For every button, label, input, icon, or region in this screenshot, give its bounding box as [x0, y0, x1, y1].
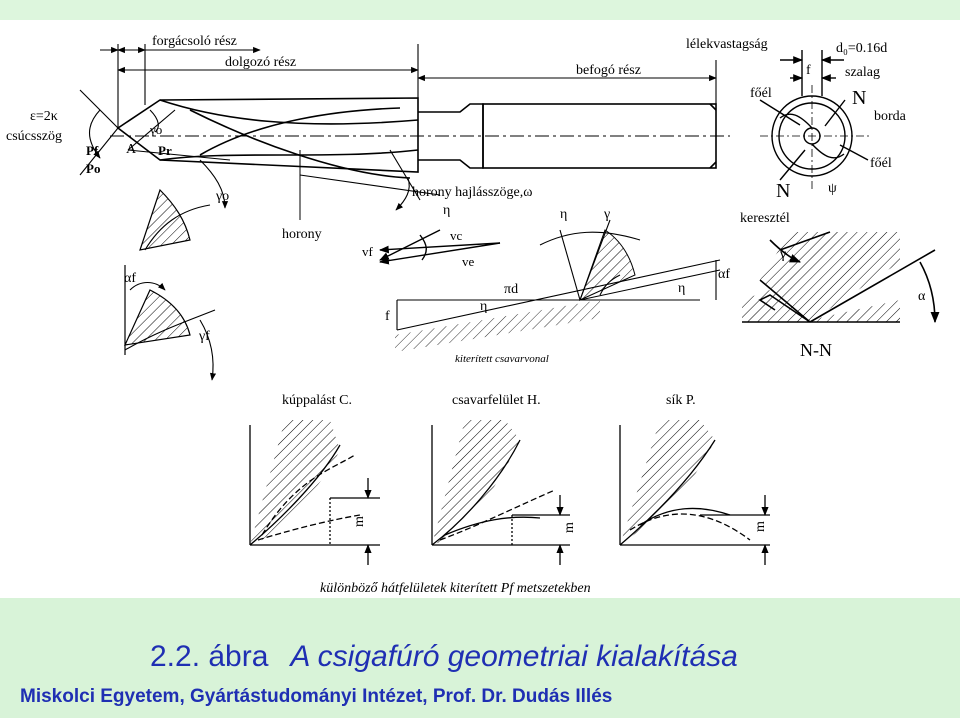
alpha-f-left-label: αf	[124, 271, 136, 286]
gamma-f-left-label: γf	[198, 329, 210, 344]
caption-number: 2.2. ábra	[150, 640, 269, 673]
befogo-label: befogó rész	[576, 63, 641, 78]
borda-label: borda	[874, 109, 907, 124]
wedge-gamma-o	[139, 188, 211, 251]
alpha-f-right-label: αf	[718, 267, 730, 282]
wedge-eta	[579, 229, 636, 301]
pi-d-label: πd	[504, 282, 518, 297]
epsilon-label: ε=2κ	[30, 109, 58, 124]
dolgozo-label: dolgozó rész	[225, 55, 296, 70]
foel-right-label: főél	[870, 156, 892, 171]
m-label-2: m	[562, 522, 577, 533]
bottom-note: különböző hátfelületek kiterített Pf met…	[320, 581, 591, 596]
dimension-lines	[100, 44, 717, 128]
psi-label: ψ	[828, 181, 837, 196]
forgacsolo-label: forgácsoló rész	[152, 34, 237, 49]
section-nn	[742, 231, 940, 324]
eta-label-upper: η	[560, 207, 567, 222]
section-csavar	[431, 420, 570, 565]
helix-hatch	[395, 300, 600, 352]
m-label-1: m	[352, 516, 367, 527]
developed-helix	[396, 219, 721, 331]
helix-angle-lines	[299, 149, 441, 211]
nn-label: N-N	[800, 340, 832, 360]
institution-credit: Miskolci Egyetem, Gyártástudományi Intéz…	[20, 686, 613, 707]
ve-label: ve	[462, 254, 475, 269]
eta-label-right: η	[678, 281, 685, 296]
csucsszog-label: csúcsszög	[6, 129, 62, 144]
caption-title: A csigafúró geometriai kialakítása	[290, 640, 738, 673]
horony-label: horony	[282, 227, 322, 242]
pf-label: Pf	[86, 143, 99, 158]
velocity-vectors	[379, 229, 501, 265]
top-band	[0, 0, 960, 20]
n-top-label: N	[852, 87, 866, 109]
gamma-label-upper: γ	[603, 207, 610, 222]
gamma-o-label-2: γo	[215, 189, 229, 204]
gamma-o-label: γo	[149, 122, 162, 137]
f-top-label: f	[806, 63, 811, 78]
section-sik	[619, 420, 770, 565]
foel-left-label: főél	[750, 86, 772, 101]
gamma-nn-label: γ	[779, 247, 786, 262]
kiteritett-label: kiterített csavarvonal	[455, 353, 549, 365]
figure-caption: 2.2. ábra A csigafúró geometriai kialakít…	[150, 640, 738, 674]
section-csavar-label: csavarfelület H.	[452, 393, 541, 408]
f-left-label: f	[385, 309, 390, 324]
n-bottom-label: N	[776, 180, 790, 202]
pr-label: Pr	[158, 143, 172, 158]
d0-label: d₀=0.16d	[836, 41, 887, 56]
eta-label-helix: η	[480, 299, 487, 314]
vc-label: vc	[450, 228, 463, 243]
alpha-nn-label: α	[918, 289, 926, 304]
wedge-alpha-f	[123, 265, 217, 381]
lelek-label: lélekvastagság	[686, 37, 768, 52]
po-label: Po	[86, 161, 100, 176]
vf-label: vf	[362, 244, 374, 259]
szalag-label: szalag	[845, 65, 880, 80]
tip-angle-lines	[79, 89, 231, 209]
section-kup-label: kúppalást C.	[282, 393, 352, 408]
section-sik-label: sík P.	[666, 393, 696, 408]
horony-hajlas-label: horony hajlásszöge,ω	[412, 185, 532, 200]
eta-label-velocity: η	[443, 203, 450, 218]
drill-body	[110, 97, 730, 179]
drill-end-view	[759, 50, 870, 190]
m-label-3: m	[753, 521, 768, 532]
keresztel-label: keresztél	[740, 211, 790, 226]
point-a-label: A	[126, 142, 137, 157]
footer-band	[0, 598, 960, 718]
section-kup	[249, 420, 380, 565]
